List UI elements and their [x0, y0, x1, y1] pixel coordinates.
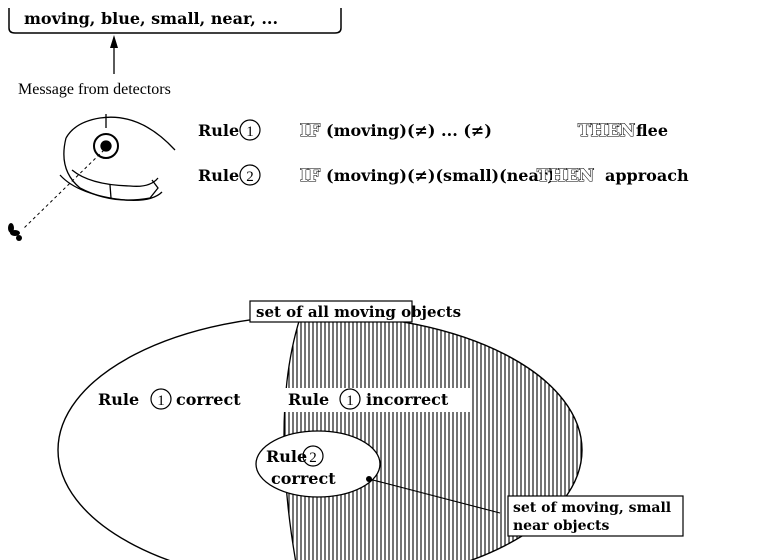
rule-2-condition: (moving)(≠)(small)(near)	[326, 166, 555, 185]
rule-1: Rule 1 IF (moving)(≠) ... (≠) THEN flee	[198, 119, 668, 142]
moving-set-label-box	[249, 300, 413, 323]
frog-icon	[59, 114, 176, 201]
rule-2: Rule 2 IF (moving)(≠)(small)(near) THEN …	[198, 164, 689, 187]
message-box-text: moving, blue, small, near, ...	[24, 9, 278, 28]
venn-diagram: set of all moving objects Rule 1 correct…	[57, 300, 684, 560]
rule-2-correct-label: Rule 2 correct	[266, 445, 336, 488]
svg-text:1: 1	[157, 393, 165, 409]
svg-text:2: 2	[309, 450, 317, 466]
message-label: Message from detectors	[18, 81, 171, 98]
rule-1-action: flee	[636, 121, 668, 140]
svg-text:correct: correct	[271, 469, 336, 488]
rule-1-label: Rule	[198, 121, 239, 140]
svg-text:1: 1	[346, 393, 354, 409]
svg-text:Rule: Rule	[266, 447, 307, 466]
svg-text:incorrect: incorrect	[366, 390, 449, 409]
svg-text:correct: correct	[176, 390, 241, 409]
fly-icon	[8, 223, 22, 241]
rule-1-incorrect-label: Rule 1 incorrect	[282, 388, 470, 412]
moving-set-label: set of all moving objects	[256, 303, 461, 321]
rule-1-number: 1	[246, 124, 254, 140]
rule-2-number: 2	[246, 169, 254, 185]
small-near-label-box	[507, 495, 684, 537]
rule-2-if: IF	[300, 166, 320, 186]
message-box: moving, blue, small, near, ...	[8, 8, 342, 34]
rule-2-action: approach	[605, 166, 689, 185]
small-near-label-line2: near objects	[513, 518, 609, 534]
rule-2-label: Rule	[198, 166, 239, 185]
arrow-up-icon	[110, 35, 118, 74]
rule-1-then: THEN	[578, 121, 635, 141]
sight-line	[23, 149, 105, 229]
rule-1-correct-label: Rule 1 correct	[98, 388, 241, 410]
rule-1-if: IF	[300, 121, 320, 141]
rule-1-condition: (moving)(≠) ... (≠)	[326, 121, 492, 140]
rule-2-then: THEN	[537, 166, 594, 186]
small-near-label-line1: set of moving, small	[513, 500, 671, 516]
svg-text:Rule: Rule	[288, 390, 329, 409]
svg-text:Rule: Rule	[98, 390, 139, 409]
